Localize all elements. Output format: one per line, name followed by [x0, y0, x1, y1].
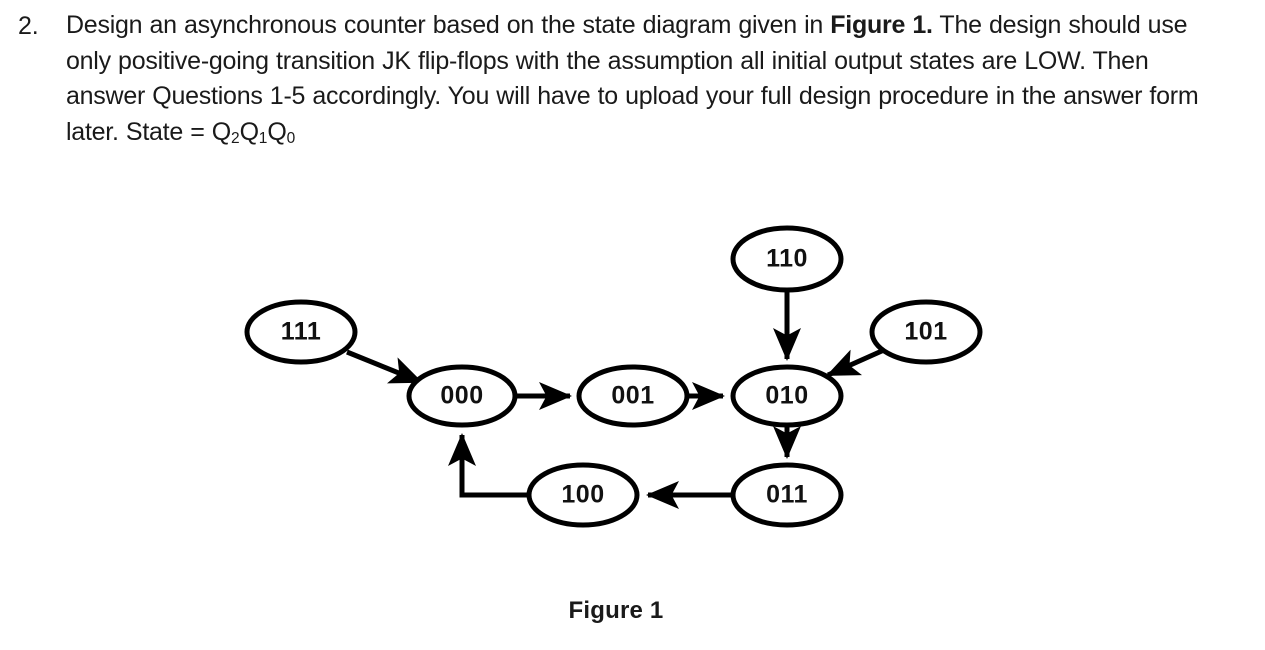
- state-label-010: 010: [765, 382, 808, 410]
- edge-100-to-000: [447, 432, 529, 498]
- state-node-100[interactable]: [526, 462, 640, 528]
- state-node-000[interactable]: [406, 364, 518, 428]
- question-block: 2. Design an asynchronous counter based …: [0, 2, 1230, 157]
- state-subscript-1: 1: [258, 129, 268, 147]
- state-node-110[interactable]: [730, 225, 844, 293]
- state-node-010[interactable]: [730, 364, 844, 428]
- state-label-100: 100: [561, 481, 604, 509]
- state-label-101: 101: [904, 318, 947, 346]
- question-text-part-2: The design should use only positive-goin…: [66, 11, 1199, 146]
- state-node-111[interactable]: [244, 299, 358, 365]
- state-node-001[interactable]: [576, 364, 690, 428]
- question-text-part-4: Q: [267, 117, 287, 146]
- question-figure-reference: Figure 1.: [830, 11, 933, 39]
- state-label-011: 011: [766, 481, 808, 509]
- question-text: Design an asynchronous counter based on …: [66, 8, 1206, 156]
- state-node-011[interactable]: [730, 462, 844, 528]
- edge-111-to-000: [346, 349, 423, 385]
- question-text-part-3: Q: [239, 117, 259, 146]
- question-text-part-1: Design an asynchronous counter based on …: [66, 11, 831, 39]
- state-diagram-svg: 111 110 101 000 001 010 100 011: [244, 225, 983, 528]
- state-diagram: 111 110 101 000 001 010 100 011 Figure 1: [0, 160, 1265, 650]
- state-label-111: 111: [281, 318, 321, 346]
- state-subscript-2: 2: [230, 129, 240, 147]
- state-node-101[interactable]: [869, 299, 983, 365]
- state-label-110: 110: [766, 245, 808, 273]
- state-label-000: 000: [440, 382, 483, 410]
- figure-caption: Figure 1: [568, 597, 664, 624]
- question-number: 2.: [18, 12, 39, 40]
- state-subscript-0: 0: [286, 129, 296, 147]
- state-label-001: 001: [611, 382, 654, 410]
- edge-101-to-010: [826, 347, 886, 378]
